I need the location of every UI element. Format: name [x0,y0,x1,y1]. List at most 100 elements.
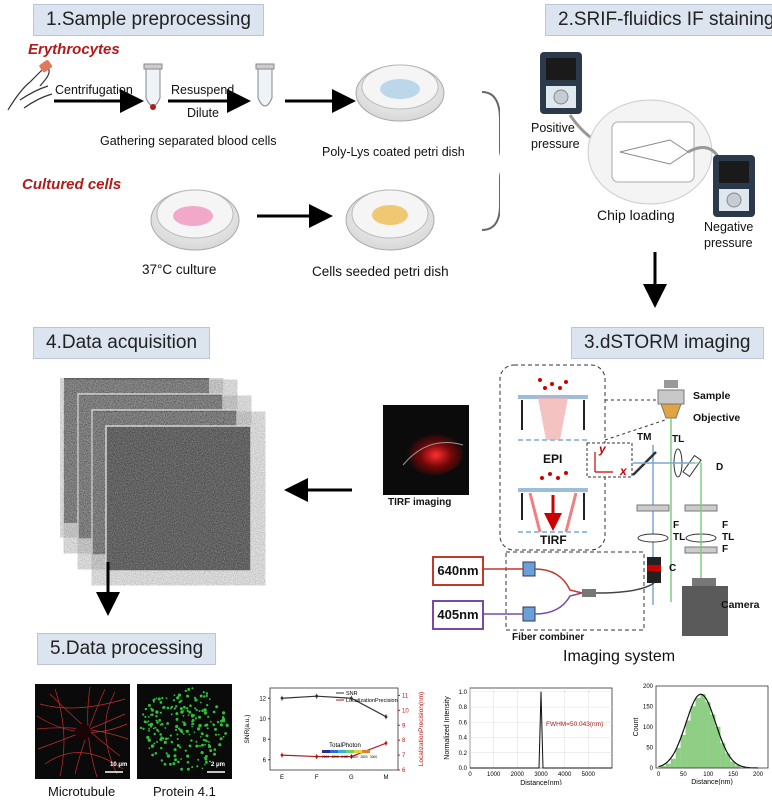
x-tick-label: G [349,775,354,781]
protein-spot [222,719,226,723]
protein-spot [191,718,195,722]
petri-dish-icon [150,189,240,251]
image-stack [64,378,252,572]
f-label: F [722,544,729,555]
protein-spot [209,749,213,753]
protein-spot [194,707,197,710]
colorbar-tick: 3000 [370,755,377,759]
protein-spot [208,741,210,743]
protein-spot [157,697,161,701]
y-tick-label: 10 [259,717,266,723]
protein-spot [184,689,187,693]
x-tick-label: 0 [657,772,661,778]
x-tick-label: 50 [680,772,687,778]
dilute-label: Dilute [187,106,219,120]
y2-tick-label: 10 [402,708,409,714]
scale-bar-label: 10 μm [110,762,128,768]
y-tick-label: 0.0 [459,766,468,772]
protein-spot [146,735,150,739]
protein-spot [225,723,229,727]
protein-spot [156,721,159,724]
culture-label: 37°C culture [142,262,217,277]
tl-label: TL [672,434,685,445]
protein-spot [182,710,185,712]
tirf-label: TIRF [540,533,567,547]
protein-spot [175,717,179,721]
protein-spot [194,717,197,720]
colorbar-tick: 2800 [360,755,367,759]
histogram-bar [670,758,676,769]
brace-icon [481,91,500,231]
colorbar-segment [362,750,370,753]
protein-spot [193,731,196,734]
protein-spot [154,726,157,729]
protein-spot [163,762,167,766]
gaussian-fit [658,693,759,769]
legend-label: SNR [346,691,358,697]
tirf-schematic [518,471,588,533]
objective-icon [657,380,685,419]
tl-label: TL [673,532,686,543]
data-point [280,753,284,757]
protein-spot [186,709,189,712]
protein-spot [209,720,212,723]
protein-spot [191,687,194,690]
protein-spot [205,760,208,764]
protein-spot [175,705,178,708]
objective-label: Objective [693,412,741,424]
histogram-bar [685,720,691,769]
protein-spot [195,740,198,743]
protein-spot [153,742,156,745]
protein-spot [176,738,179,740]
protein-spot [177,760,180,764]
protein-spot [173,748,177,752]
protein-spot [173,694,176,696]
colorbar-segment [330,750,338,753]
section-title-dstorm-imaging: 3.dSTORM imaging [571,327,764,359]
sample-label: Sample [693,390,731,402]
protein-spot [201,743,204,747]
profile-line [470,691,612,769]
acquisition-arrows [96,478,352,616]
tube-icon [255,63,275,107]
protein-spot [152,727,155,730]
protein-spot [198,715,201,719]
protein-spot [176,696,180,700]
protein-spot [153,698,156,701]
protein-spot [183,721,186,724]
protein-spot [209,760,211,763]
protein-spot [186,707,189,710]
protein-spot [203,708,207,712]
protein-spot [218,743,222,747]
protein-spot [213,748,217,751]
protein-spot [198,710,201,712]
protein-spot [204,757,208,761]
protein-spot [219,723,223,727]
finger-icon [7,67,53,111]
protein-spot [199,745,202,747]
data-point [280,696,284,700]
protein-spot [150,707,153,710]
protein-spot [216,720,220,724]
protein-spot [159,724,162,726]
protein-spot [170,707,172,710]
x-tick-label: 200 [753,772,764,778]
y-tick-label: 200 [643,684,654,690]
protein-spot [204,763,206,766]
protein-spot [160,723,164,726]
protein-spot [174,728,178,731]
fluidics-graphics [540,52,755,308]
protein-spot [175,724,179,729]
x-tick-label: 1000 [487,772,501,778]
y2-tick-label: 9 [402,723,406,729]
colorbar-label: TotalPhoton [329,743,361,749]
colorbar-tick: 2400 [341,755,348,759]
protein-spot [159,711,162,714]
protein-spot [178,700,181,704]
x-tick-label: E [280,775,284,781]
protein-spot [142,713,145,716]
protein-spot [147,720,150,722]
x-tick-label: M [384,775,389,781]
protein-spot [185,729,189,733]
